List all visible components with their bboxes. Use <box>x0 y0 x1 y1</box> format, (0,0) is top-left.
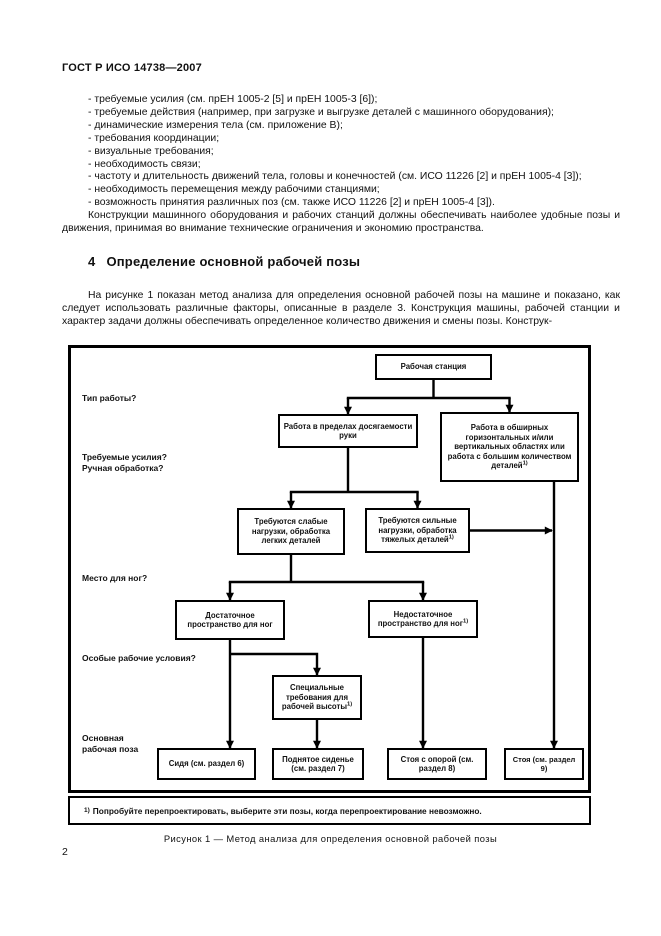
requirements-list: - требуемые усилия (см. прЕН 1005-2 [5] … <box>62 94 620 210</box>
node-label: Сидя (см. раздел 6) <box>168 759 245 769</box>
list-item: - требуемые усилия (см. прЕН 1005-2 [5] … <box>88 94 378 105</box>
list-item: - динамические измерения тела (см. прило… <box>88 119 343 131</box>
connector-line <box>230 652 321 676</box>
list-item: - необходимость перемещения между рабочи… <box>88 184 380 196</box>
row-label-legroom: Место для ног? <box>82 573 148 583</box>
body-paragraph: На рисунке 1 показан метод анализа для о… <box>62 290 620 327</box>
page-header: ГОСТ Р ИСО 14738—2007 <box>62 62 202 74</box>
node-work-extensive-areas: Работа в обширных горизонтальных и/или в… <box>440 412 579 482</box>
node-workstation: Рабочая станция <box>375 354 492 380</box>
node-label: Стоя (см. раздел 9) <box>512 754 576 773</box>
row-label-special-conditions: Особые рабочие условия? <box>82 653 196 663</box>
list-item: - визуальные требования; <box>88 145 214 157</box>
list-item: - требуемые действия (например, при загр… <box>88 106 554 118</box>
node-label: Требуются сильные нагрузки, обработка тя… <box>378 516 457 545</box>
node-label: Недостаточное пространство для ног1) <box>377 609 469 628</box>
footnote-text: Попробуйте перепроектировать, выберите э… <box>92 805 482 816</box>
node-heavy-loads: Требуются сильные нагрузки, обработка тя… <box>365 508 470 553</box>
node-posture-standing-with-support: Стоя с опорой (см. раздел 8) <box>387 748 487 780</box>
node-label: Стоя с опорой (см. раздел 8) <box>400 754 474 773</box>
section-heading: 4 Определение основной рабочей позы <box>88 254 360 269</box>
node-light-loads: Требуются слабые нагрузки, обработка лег… <box>237 508 345 555</box>
node-label: Работа в пределах досягаемости руки <box>283 421 413 440</box>
list-item: - требования координации; <box>88 132 220 144</box>
node-label: Поднятое сиденье (см. раздел 7) <box>282 754 354 773</box>
row-label-type-of-work: Тип работы? <box>82 393 137 403</box>
node-label: Рабочая станция <box>400 362 467 372</box>
section-number: 4 <box>88 254 96 269</box>
figure-flowchart: Тип работы? Требуемые усилия? Ручная обр… <box>68 345 591 825</box>
figure-caption: Рисунок 1 — Метод анализа для определени… <box>163 833 498 844</box>
node-posture-sitting: Сидя (см. раздел 6) <box>157 748 256 780</box>
node-sufficient-legroom: Достаточное пространство для ног <box>175 600 285 640</box>
node-label: Специальные требования для рабочей высот… <box>281 683 353 712</box>
node-special-height-requirements: Специальные требования для рабочей высот… <box>272 675 362 720</box>
node-work-within-reach: Работа в пределах досягаемости руки <box>278 414 418 448</box>
list-item: - необходимость связи; <box>88 158 201 170</box>
page-number: 2 <box>62 846 68 858</box>
node-insufficient-legroom: Недостаточное пространство для ног1) <box>368 600 478 638</box>
node-posture-raised-sitting: Поднятое сиденье (см. раздел 7) <box>272 748 364 780</box>
node-label: Требуются слабые нагрузки, обработка лег… <box>251 517 331 546</box>
row-label-main-posture: Основная рабочая поза <box>82 733 139 754</box>
footnote-marker: 1) <box>84 807 90 814</box>
figure-footnote: 1) Попробуйте перепроектировать, выберит… <box>68 796 591 825</box>
body-paragraph: Конструкции машинного оборудования и раб… <box>62 210 620 234</box>
flowchart-connectors <box>226 380 558 749</box>
node-posture-standing: Стоя (см. раздел 9) <box>504 748 584 780</box>
row-label-forces: Требуемые усилия? Ручная обработка? <box>82 452 167 473</box>
section-title: Определение основной рабочей позы <box>106 254 361 269</box>
list-item: - частоту и длительность движений тела, … <box>88 171 582 183</box>
node-label: Достаточное пространство для ног <box>187 610 273 629</box>
list-item: - возможность принятия различных поз (см… <box>88 197 495 209</box>
node-label: Работа в обширных горизонтальных и/или в… <box>447 423 572 471</box>
